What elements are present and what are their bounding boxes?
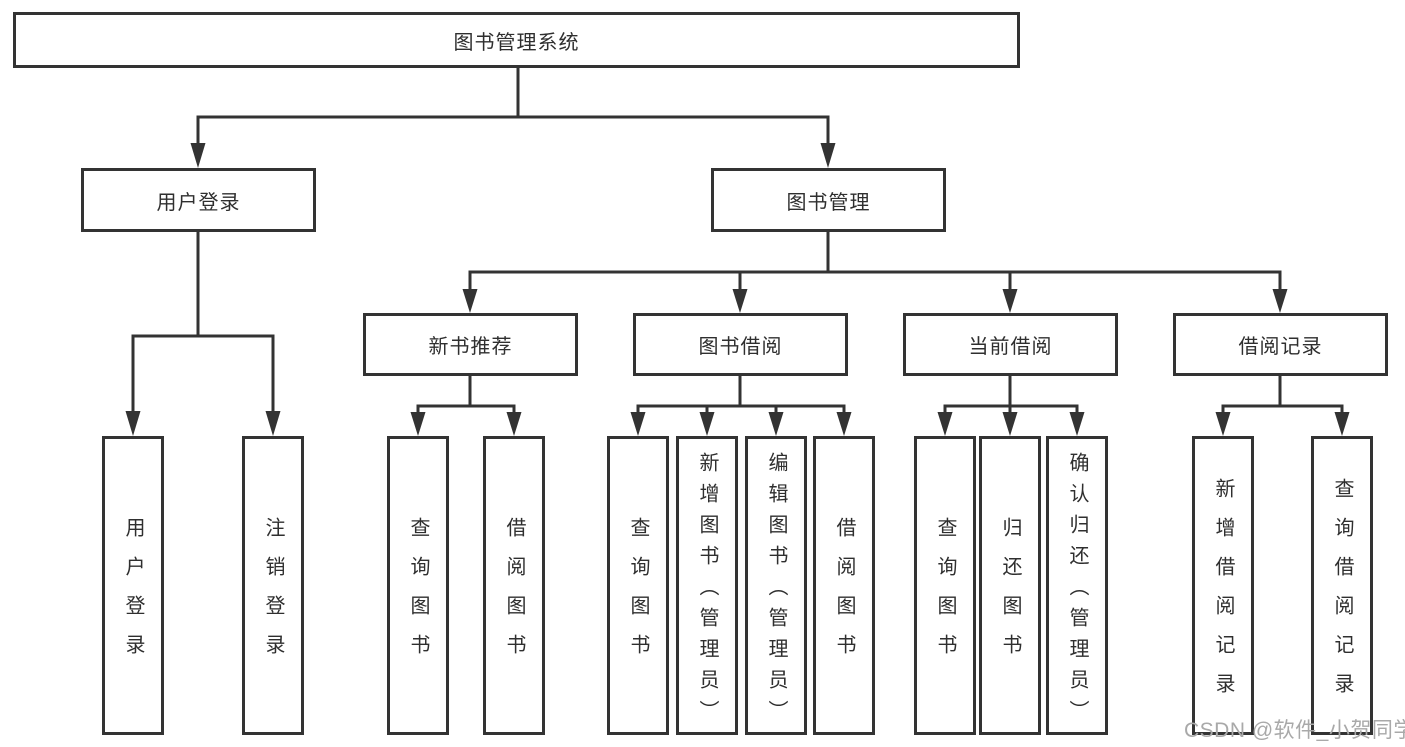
node-library-system: 图书管理系统: [13, 12, 1020, 68]
leaf-user-login: 用户登录: [102, 436, 164, 735]
connector-root-to-level2: [190, 68, 836, 168]
leaf-return-books: 归还图书: [979, 436, 1041, 735]
node-label: 图书管理: [786, 191, 871, 214]
node-label: 图书借阅: [698, 336, 783, 358]
node-label: 图书管理系统: [453, 31, 580, 54]
leaf-label: 借阅图书: [833, 517, 855, 673]
leaf-label: 查询图书: [934, 517, 956, 673]
leaf-query-books-borrow: 查询图书: [607, 436, 669, 735]
leaf-label: 借阅图书: [503, 517, 525, 673]
leaf-borrow-books-recommend: 借阅图书: [483, 436, 545, 735]
node-label: 当前借阅: [968, 336, 1053, 358]
connector-newbook-to-leaves: [410, 376, 522, 436]
node-book-borrowing: 图书借阅: [633, 313, 848, 376]
leaf-query-borrow-record: 查询借阅记录: [1311, 436, 1373, 735]
leaf-label: 查询图书: [407, 517, 429, 673]
connector-currentborrow-to-leaves: [937, 376, 1085, 436]
leaf-label: 编辑图书（管理员）: [765, 451, 787, 731]
node-label: 借阅记录: [1238, 336, 1323, 358]
leaf-label: 查询图书: [627, 517, 649, 673]
node-new-book-recommend: 新书推荐: [363, 313, 578, 376]
connector-bookmgmt-to-groups: [462, 232, 1288, 313]
connector-bookborrow-to-leaves: [630, 376, 852, 436]
leaf-add-borrow-record: 新增借阅记录: [1192, 436, 1254, 735]
leaf-label: 新增图书（管理员）: [696, 451, 718, 731]
leaf-label: 归还图书: [999, 517, 1021, 673]
leaf-label: 查询借阅记录: [1331, 478, 1353, 712]
leaf-query-books-current: 查询图书: [914, 436, 976, 735]
leaf-add-books-admin: 新增图书（管理员）: [676, 436, 738, 735]
node-label: 新书推荐: [428, 336, 513, 358]
leaf-label: 用户登录: [122, 517, 144, 673]
leaf-logout: 注销登录: [242, 436, 304, 735]
node-user-login: 用户登录: [81, 168, 316, 232]
leaf-borrow-books: 借阅图书: [813, 436, 875, 735]
leaf-confirm-return-admin: 确认归还（管理员）: [1046, 436, 1108, 735]
connector-records-to-leaves: [1215, 376, 1350, 436]
leaf-label: 注销登录: [262, 517, 284, 673]
node-label: 用户登录: [156, 191, 241, 214]
csdn-watermark: CSDN @软件_小贺同学: [1184, 719, 1405, 742]
leaf-edit-books-admin: 编辑图书（管理员）: [745, 436, 807, 735]
node-book-management: 图书管理: [711, 168, 946, 232]
node-current-borrowing: 当前借阅: [903, 313, 1118, 376]
leaf-query-books-recommend: 查询图书: [387, 436, 449, 735]
leaf-label: 确认归还（管理员）: [1066, 451, 1088, 731]
connector-userlogin-to-leaves: [125, 232, 281, 436]
leaf-label: 新增借阅记录: [1212, 478, 1234, 712]
node-borrowing-records: 借阅记录: [1173, 313, 1388, 376]
